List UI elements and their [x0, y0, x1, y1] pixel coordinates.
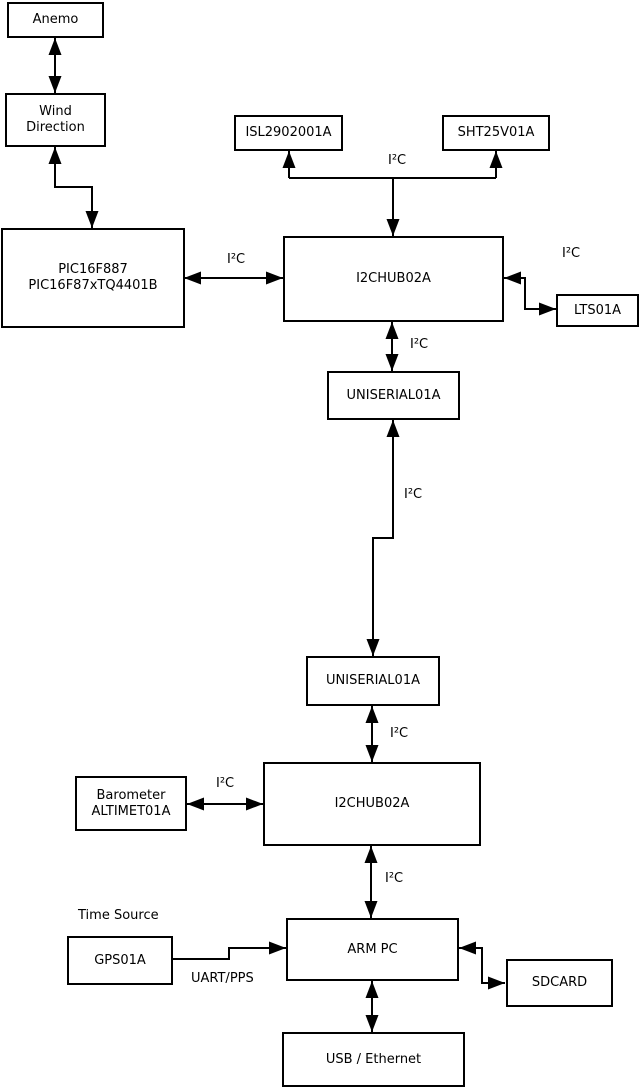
- node-label: UNISERIAL01A: [346, 387, 441, 403]
- node-label: SHT25V01A: [457, 125, 535, 140]
- edge-gps-arm: [173, 947, 286, 960]
- arrowhead-icon: [364, 846, 378, 863]
- node-uniserial01a-1: UNISERIAL01A: [327, 371, 460, 420]
- node-label: PIC16F887: [58, 262, 128, 277]
- node-isl2902001a: ISL2902001A: [234, 115, 343, 151]
- arrowhead-icon: [187, 797, 204, 811]
- label-i2c-hub1-uni1: I²C: [410, 337, 429, 352]
- arrowhead-icon: [385, 354, 399, 371]
- node-label: ARM PC: [347, 941, 398, 957]
- node-label: ALTIMET01A: [91, 803, 171, 819]
- node-label: SDCARD: [531, 975, 588, 990]
- arrowhead-icon: [365, 981, 379, 998]
- label-i2c-pic-hub1: I²C: [227, 252, 246, 267]
- label-i2c-hub2-arm: I²C: [385, 871, 404, 886]
- arrowhead-icon: [246, 797, 263, 811]
- label-i2c-uni1-uni2: I²C: [404, 487, 423, 502]
- arrowhead-icon: [364, 901, 378, 918]
- node-anemo: Anemo: [7, 2, 104, 38]
- arrowhead-icon: [386, 219, 400, 236]
- node-i2chub02a-1: I2CHUB02A: [283, 236, 504, 322]
- arrowhead-icon: [386, 420, 400, 437]
- node-label: I2CHUB02A: [356, 271, 431, 286]
- edge-wind-pic: [54, 147, 93, 228]
- arrowhead-icon: [489, 151, 503, 168]
- arrowhead-icon: [365, 706, 379, 723]
- node-lts01a: LTS01A: [556, 294, 639, 327]
- node-arm-pc: ARM PC: [286, 918, 459, 981]
- arrowhead-icon: [48, 38, 62, 55]
- label-uart-pps: UART/PPS: [191, 971, 254, 986]
- node-label: PIC16F87xTQ4401B: [28, 278, 158, 293]
- node-label: GPS01A: [94, 952, 146, 968]
- edge-uni1-uni2: [372, 420, 394, 656]
- arrowhead-icon: [269, 941, 286, 955]
- arrowhead-icon: [365, 745, 379, 762]
- node-label: I2CHUB02A: [334, 796, 410, 811]
- label-i2c-baro-hub2: I²C: [216, 776, 235, 791]
- arrowhead-icon: [48, 76, 62, 93]
- edge-arm-sdcard: [459, 947, 505, 984]
- arrowhead-icon: [266, 271, 283, 285]
- node-label: USB / Ethernet: [325, 1051, 422, 1067]
- node-usb-ethernet: USB / Ethernet: [282, 1032, 465, 1087]
- arrowhead-icon: [48, 147, 62, 164]
- node-sht25v01a: SHT25V01A: [442, 115, 550, 151]
- edge-hub1-lts: [504, 277, 556, 310]
- arrowhead-icon: [85, 211, 99, 228]
- node-uniserial01a-2: UNISERIAL01A: [306, 656, 440, 706]
- node-gps01a: GPS01A: [67, 936, 173, 985]
- arrowhead-icon: [385, 322, 399, 339]
- arrowhead-icon: [539, 302, 556, 316]
- label-time-source: Time Source: [78, 908, 159, 923]
- label-i2c-uni2-hub2: I²C: [390, 726, 409, 741]
- arrowhead-icon: [459, 941, 476, 955]
- node-label: ISL2902001A: [245, 125, 332, 140]
- label-i2c-sensors: I²C: [388, 153, 407, 168]
- node-label: Direction: [26, 120, 85, 135]
- node-label: Anemo: [32, 12, 79, 27]
- node-label: UNISERIAL01A: [326, 673, 420, 688]
- node-sdcard: SDCARD: [506, 959, 613, 1007]
- node-label: LTS01A: [573, 302, 622, 318]
- node-i2chub02a-2: I2CHUB02A: [263, 762, 481, 846]
- node-label: Barometer: [96, 787, 166, 803]
- arrowhead-icon: [365, 1015, 379, 1032]
- node-label: Wind: [39, 104, 72, 119]
- arrowhead-icon: [504, 271, 521, 285]
- arrowhead-icon: [184, 271, 201, 285]
- label-i2c-hub1-lts: I²C: [562, 246, 581, 261]
- arrowhead-icon: [282, 151, 296, 168]
- arrowhead-icon: [488, 976, 505, 990]
- arrowhead-icon: [366, 639, 380, 656]
